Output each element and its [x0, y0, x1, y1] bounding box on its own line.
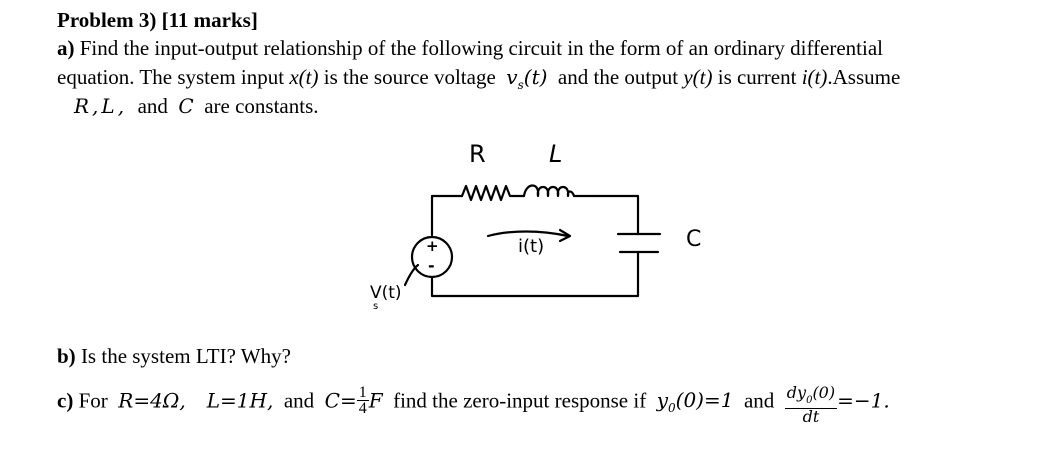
part-b-line: b) Is the system LTI? Why?	[57, 344, 291, 368]
inductance-value: L=1H,	[206, 388, 274, 413]
current-arrow	[486, 230, 570, 238]
and-word: and	[137, 94, 168, 118]
voltage-source-symbol	[410, 235, 454, 279]
resistance-value: R=4Ω,	[118, 388, 186, 413]
part-a-line-2: equation. The system input x(t) is the s…	[57, 65, 900, 97]
problem-heading: Problem 3) [11 marks]	[57, 8, 258, 32]
part-b-label: b)	[57, 344, 76, 368]
part-a-text-7: are constants.	[204, 94, 319, 118]
part-a-text-6: .Assume	[827, 65, 901, 89]
part-a-text-3: is the source voltage	[323, 65, 496, 89]
resistor-label: R	[469, 140, 486, 168]
and-word-c: and	[283, 388, 315, 413]
inductor-symbol	[522, 184, 602, 198]
part-c-label: c)	[57, 388, 74, 413]
part-b-text: Is the system LTI? Why?	[80, 344, 291, 368]
part-a-text-5: is current	[717, 65, 797, 89]
source-plus: +	[426, 237, 439, 255]
find-text: find the zero-input response if	[393, 388, 647, 413]
capacitor-label: C	[686, 227, 701, 252]
part-a-text-4: and the output	[557, 65, 679, 89]
source-voltage-sub: s	[373, 301, 378, 312]
part-a-line-1: a) Find the input-output relationship of…	[57, 36, 883, 60]
wire-top-left	[430, 194, 464, 237]
source-voltage-symbol: vs(t)	[506, 65, 548, 92]
part-a-label: a)	[57, 36, 75, 60]
current-symbol: i(t)	[801, 65, 828, 89]
source-minus: -	[428, 256, 435, 275]
capacitance-symbol: C	[178, 94, 194, 118]
wire-bottom	[430, 250, 640, 298]
capacitance-equals: C=	[324, 388, 357, 413]
vs-pointer	[403, 263, 420, 287]
part-a-line-3: R,L, and C are constants.	[74, 94, 319, 118]
initial-condition-y0: y0(0)=1	[656, 388, 734, 416]
capacitance-unit: F	[368, 388, 383, 413]
wire-top-right	[598, 194, 640, 236]
constants-symbols: R,L,	[74, 94, 128, 118]
input-symbol: x(t)	[289, 65, 319, 89]
inductor-label: L	[549, 140, 562, 168]
derivative-value: =−1.	[837, 388, 890, 413]
resistor-symbol	[460, 184, 526, 202]
for-word: For	[78, 388, 108, 413]
derivative-fraction: dy0(0)dt	[784, 383, 838, 426]
current-label: i(t)	[518, 236, 544, 257]
source-voltage-label: V(t)	[370, 283, 402, 303]
part-a-text-2: equation. The system input	[57, 65, 285, 89]
part-a-text-1: Find the input-output relationship of th…	[79, 36, 884, 60]
output-symbol: y(t)	[683, 65, 713, 89]
and-word-c2: and	[743, 388, 775, 413]
